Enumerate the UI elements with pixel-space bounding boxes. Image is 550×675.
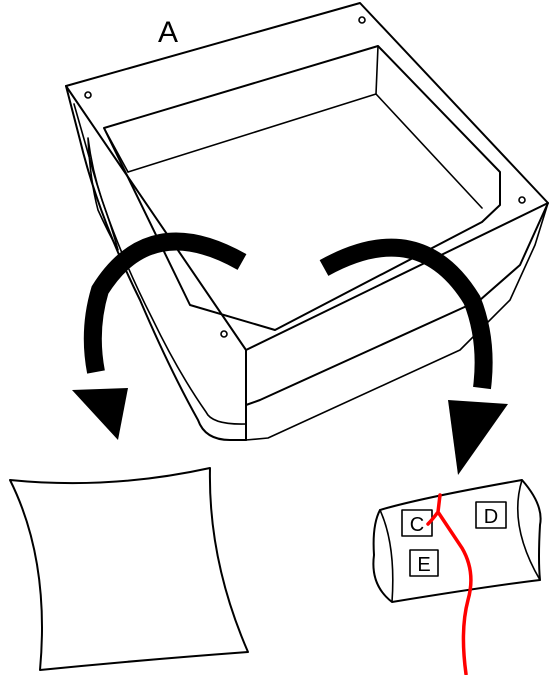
part-d-label: D xyxy=(484,506,498,528)
screw-hole-4 xyxy=(220,330,228,338)
part-c-box xyxy=(401,509,433,537)
part-e-box xyxy=(409,549,439,577)
bag-fold-left xyxy=(379,509,394,603)
part-e-label: E xyxy=(417,554,430,576)
screw-hole-1 xyxy=(84,91,92,99)
box-rim-inner xyxy=(103,45,501,331)
box-right-wall xyxy=(245,202,549,406)
arrow-right xyxy=(319,238,508,475)
part-c-label: C xyxy=(410,514,424,536)
screw-hole-2 xyxy=(358,16,366,24)
box-left-wall-inner xyxy=(73,103,247,425)
arrow-left-head xyxy=(72,388,128,440)
box-left-wall xyxy=(65,85,247,441)
part-d-box xyxy=(475,501,507,529)
screw-hole-3 xyxy=(518,196,526,204)
box-a xyxy=(65,2,549,441)
box-handle xyxy=(87,137,119,251)
box-inner-left-edge xyxy=(103,127,129,173)
label-a: A xyxy=(158,16,178,49)
cushion xyxy=(9,467,249,671)
bag-fold-right xyxy=(516,479,541,581)
box-inner-right-edge xyxy=(375,45,379,95)
red-strap xyxy=(426,493,473,675)
arrow-right-head xyxy=(448,400,508,475)
arrow-left xyxy=(72,232,247,440)
hardware-bag: C D E xyxy=(372,479,542,675)
box-inner-floor-back xyxy=(127,93,483,209)
